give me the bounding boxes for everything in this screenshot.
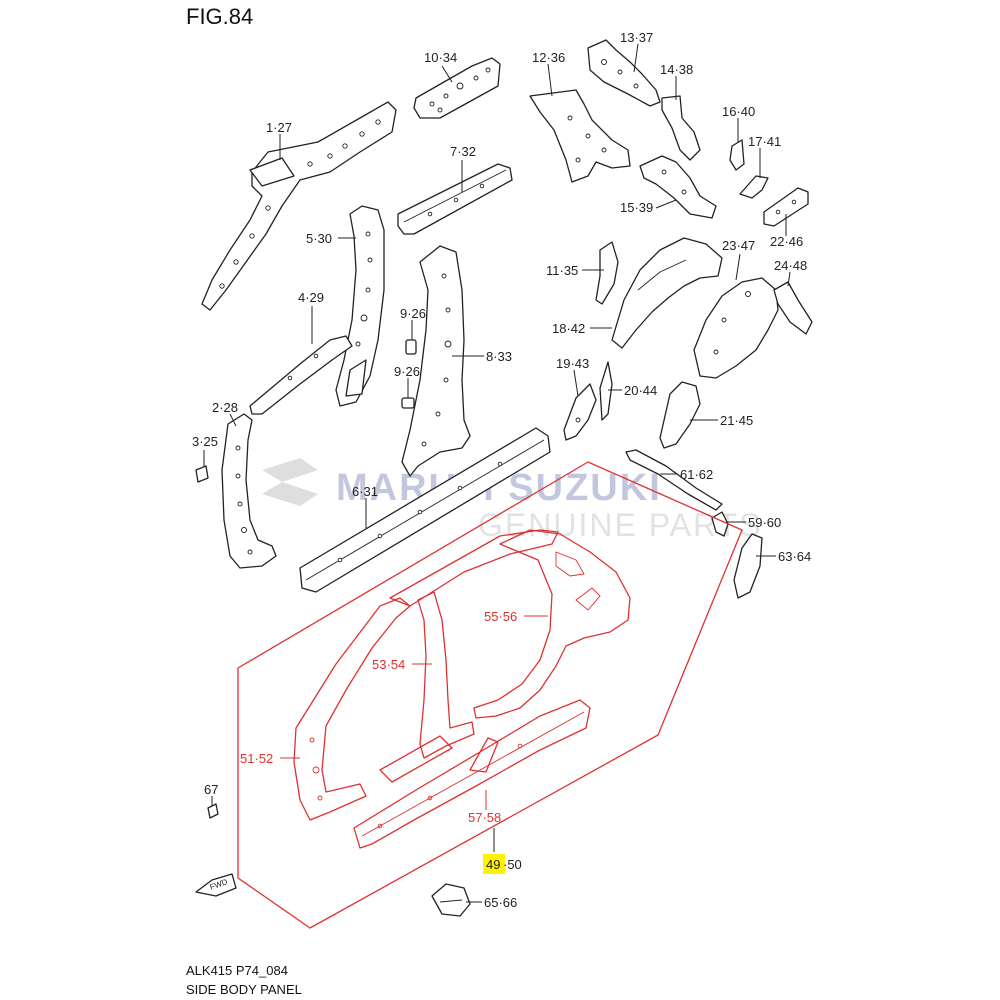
suzuki-s-logo-icon xyxy=(262,458,318,506)
callout-67: 67 xyxy=(204,782,218,797)
callout-5-30: 5·30 xyxy=(306,231,332,246)
callout-11-35: 11·35 xyxy=(546,263,578,278)
part-67: 67 xyxy=(204,782,219,819)
part-13-37: 13·37 xyxy=(587,30,661,107)
callout-19-43: 19·43 xyxy=(556,356,589,371)
highlight-box xyxy=(483,854,505,874)
part-22-46: 22·46 xyxy=(763,187,809,249)
callout-8-33: 8·33 xyxy=(486,349,512,364)
callout-49: 49 xyxy=(486,857,500,872)
part-65-66: 65·66 xyxy=(431,883,517,917)
callout-23-47: 23·47 xyxy=(722,238,755,253)
part-5-30: 5·30 xyxy=(306,205,385,407)
callout-50: ·50 xyxy=(503,857,522,872)
callout-22-46: 22·46 xyxy=(770,234,803,249)
callout-1-27: 1·27 xyxy=(266,120,292,135)
part-18-42: 18·42 xyxy=(552,237,723,349)
part-24-48: 24·48 xyxy=(773,258,813,335)
callout-12-36: 12·36 xyxy=(532,50,565,65)
callout-9-26-lower: 9·26 xyxy=(394,364,420,379)
callout-18-42: 18·42 xyxy=(552,321,585,336)
assembly-49-50-frame xyxy=(237,461,743,929)
callout-51-52: 51·52 xyxy=(240,751,273,766)
callout-20-44: 20·44 xyxy=(624,383,657,398)
callout-16-40: 16·40 xyxy=(722,104,755,119)
part-11-35: 11·35 xyxy=(546,241,619,305)
part-4-29: 4·29 xyxy=(249,290,353,415)
part-1-27: 1·27 xyxy=(201,101,397,311)
forward-arrow-icon: FWD xyxy=(195,873,237,897)
part-19-43: 19·43 xyxy=(556,356,597,441)
part-8-33: 8·33 xyxy=(401,245,512,477)
part-14-38: 14·38 xyxy=(660,62,701,161)
callout-4-29: 4·29 xyxy=(298,290,324,305)
part-23-47: 23·47 xyxy=(693,238,779,379)
part-2-28: 2·28 xyxy=(212,400,277,569)
part-20-44: 20·44 xyxy=(599,361,657,421)
part-16-40: 16·40 xyxy=(722,104,755,171)
callout-2-28: 2·28 xyxy=(212,400,238,415)
figure-title: FIG.84 xyxy=(186,4,253,29)
callout-49-50: 49 ·50 xyxy=(483,828,522,874)
part-3-25: 3·25 xyxy=(192,434,218,483)
callout-53-54: 53·54 xyxy=(372,657,405,672)
part-21-45: 21·45 xyxy=(659,381,753,449)
callout-24-48: 24·48 xyxy=(774,258,807,273)
part-61-62: 61·62 xyxy=(625,449,723,511)
part-15-39: 15·39 xyxy=(620,155,717,219)
callout-13-37: 13·37 xyxy=(620,30,653,45)
callout-63-64: 63·64 xyxy=(778,549,811,564)
callout-9-26-upper: 9·26 xyxy=(400,306,426,321)
callout-10-34: 10·34 xyxy=(424,50,457,65)
part-7-32: 7·32 xyxy=(397,144,513,235)
part-17-41: 17·41 xyxy=(739,134,781,199)
part-10-34: 10·34 xyxy=(413,50,501,119)
callout-7-32: 7·32 xyxy=(450,144,476,159)
part-6-31: 6·31 xyxy=(299,427,551,593)
part-9-26: 9·26 9·26 xyxy=(394,306,426,409)
callout-57-58: 57·58 xyxy=(468,810,501,825)
callout-14-38: 14·38 xyxy=(660,62,693,77)
figure-code: ALK415 P74_084 xyxy=(186,963,288,978)
callout-59-60: 59·60 xyxy=(748,515,781,530)
part-63-64: 63·64 xyxy=(733,533,811,599)
part-12-36: 12·36 xyxy=(529,50,631,183)
figure-name: SIDE BODY PANEL xyxy=(186,982,302,997)
callout-21-45: 21·45 xyxy=(720,413,753,428)
callout-65-66: 65·66 xyxy=(484,895,517,910)
side-panel-outer-assembly xyxy=(293,529,631,849)
callout-3-25: 3·25 xyxy=(192,434,218,449)
callout-6-31: 6·31 xyxy=(352,484,378,499)
callout-15-39: 15·39 xyxy=(620,200,653,215)
callout-55-56: 55·56 xyxy=(484,609,517,624)
callout-61-62: 61·62 xyxy=(680,467,713,482)
callout-17-41: 17·41 xyxy=(748,134,781,149)
